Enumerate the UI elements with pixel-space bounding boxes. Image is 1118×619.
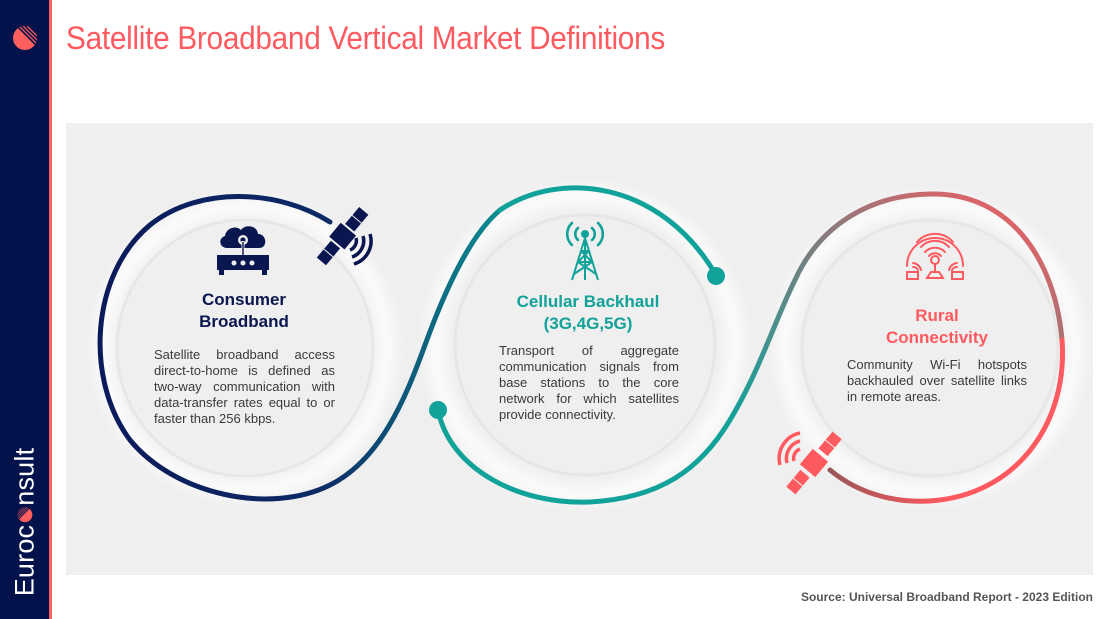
cellular-title-line1: Cellular Backhaul xyxy=(516,292,660,311)
rural-title-line2: Connectivity xyxy=(885,328,989,347)
cell-tower-icon xyxy=(565,221,605,281)
cellular-upper-curve xyxy=(497,185,719,278)
rural-transition-curve xyxy=(727,191,1065,423)
brand-o-logo-icon xyxy=(17,507,33,523)
rural-curve xyxy=(827,337,1065,504)
cloud-router-icon xyxy=(217,226,269,275)
consumer-title-line1: Consumer xyxy=(201,290,287,309)
consumer-broadband-description: Satellite broadband access direct-to-hom… xyxy=(154,347,335,426)
euroconsult-wordmark: Euroc nsult xyxy=(10,448,41,597)
rural-connectivity-description: Community Wi-Fi hotspots backhauled over… xyxy=(847,357,1027,404)
cellular-title-line2: (3G,4G,5G) xyxy=(543,314,633,333)
sidebar-accent-line xyxy=(49,0,52,619)
euroconsult-logo-icon xyxy=(13,26,37,50)
cellular-backhaul-title: Cellular Backhaul (3G,4G,5G) xyxy=(498,291,678,335)
rural-connectivity-title: Rural Connectivity xyxy=(856,305,1018,349)
consumer-title-line2: Broadband xyxy=(199,312,289,331)
cellular-lower-curve xyxy=(435,407,733,505)
page-title: Satellite Broadband Vertical Market Defi… xyxy=(66,20,665,56)
consumer-curve xyxy=(97,194,503,502)
satellite-icon xyxy=(777,431,842,495)
wifi-hotspot-icon xyxy=(906,232,964,280)
cellular-lower-node xyxy=(429,401,447,419)
cellular-backhaul-description: Transport of aggregate communication sig… xyxy=(499,343,679,422)
consumer-broadband-title: Consumer Broadband xyxy=(166,289,322,333)
rural-title-line1: Rural xyxy=(915,306,959,325)
satellite-icon xyxy=(316,206,373,266)
cellular-upper-node xyxy=(707,267,725,285)
source-citation: Source: Universal Broadband Report - 202… xyxy=(800,590,1093,604)
